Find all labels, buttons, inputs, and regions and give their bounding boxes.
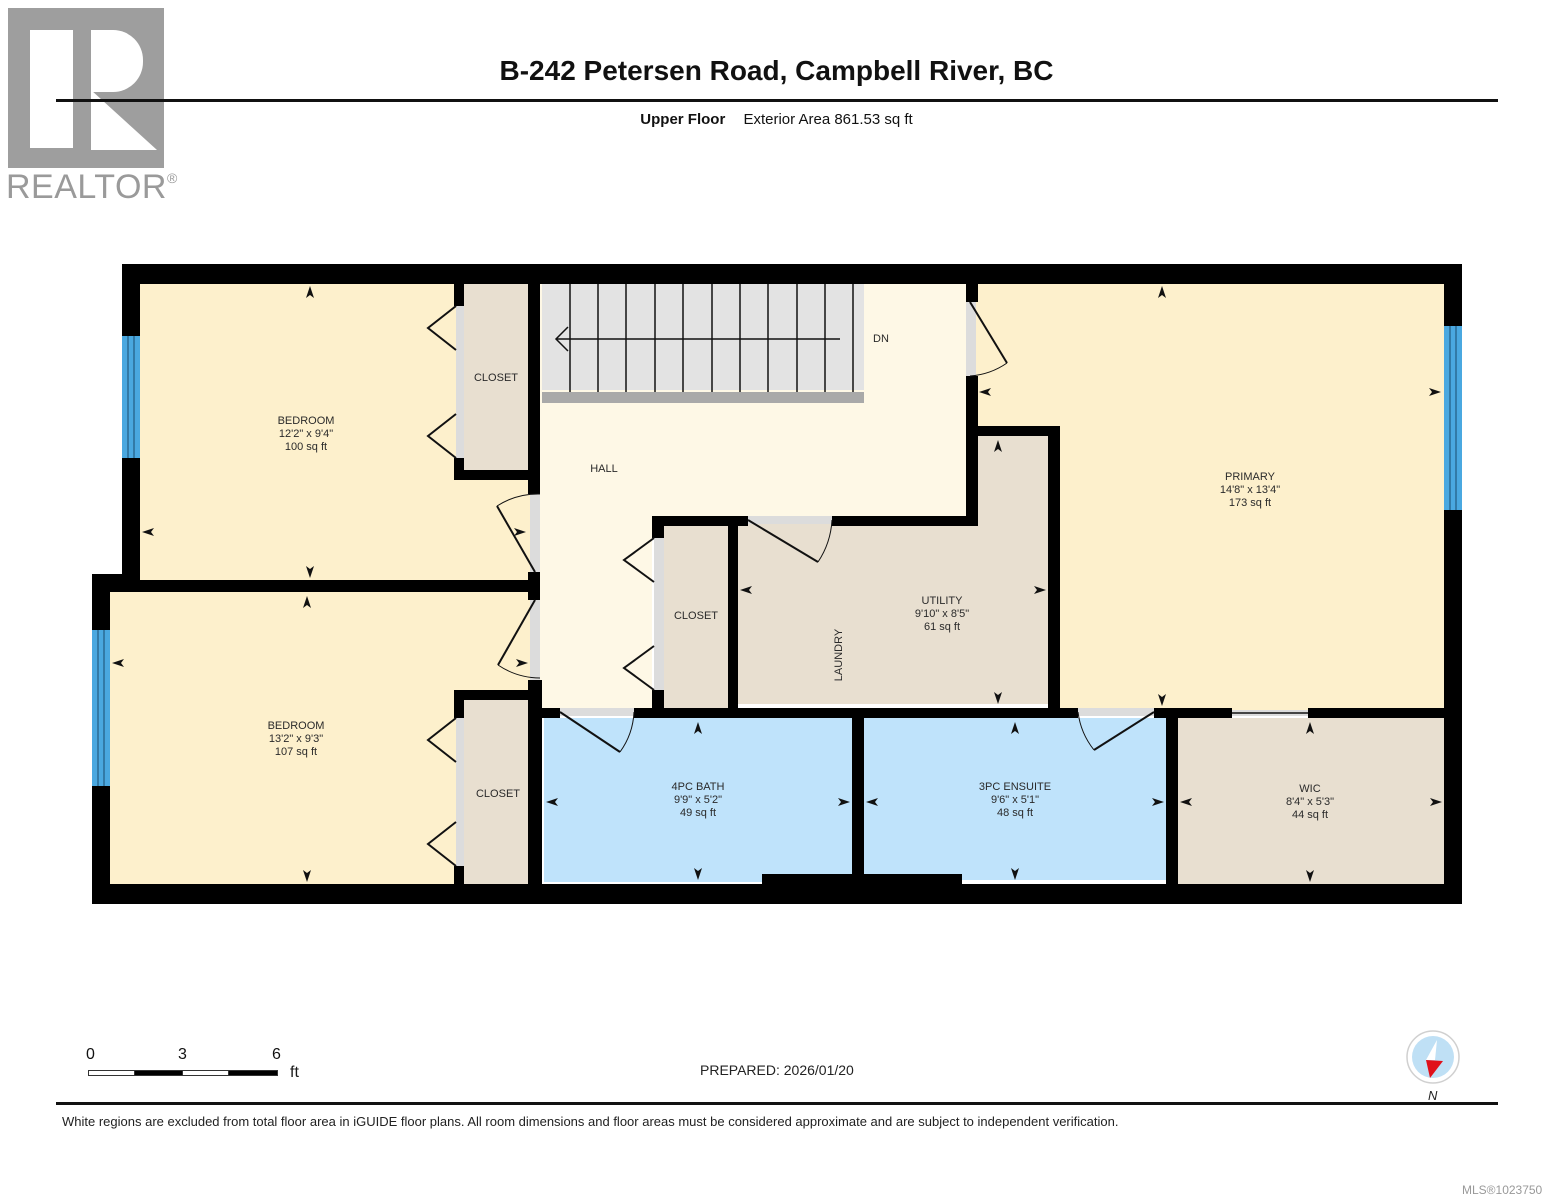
scale-segment <box>88 1070 135 1076</box>
primary-fill <box>976 282 1444 710</box>
staircase <box>542 284 864 403</box>
ensuite-name: 3PC ENSUITE <box>979 781 1051 793</box>
closet-1-label: CLOSET <box>474 372 518 384</box>
wic-area: 44 sq ft <box>1292 809 1328 821</box>
walls <box>92 264 1462 904</box>
logo-r-stem <box>30 30 73 148</box>
wic-dims: 8'4" x 5'3" <box>1286 796 1334 808</box>
window-primary <box>1444 326 1462 510</box>
bath-name: 4PC BATH <box>672 781 725 793</box>
primary-area: 173 sq ft <box>1229 497 1271 509</box>
room-fills <box>110 282 1444 884</box>
window-bedroom-2 <box>92 630 110 786</box>
floor-plan: BEDROOM 12'2" x 9'4" 100 sq ft BEDROOM 1… <box>92 264 1462 904</box>
mls-watermark: MLS®1023750 <box>1462 1183 1543 1197</box>
page-title: B-242 Petersen Road, Campbell River, BC <box>499 55 1054 86</box>
floor-label: Upper Floor <box>640 111 726 128</box>
closet-2-label: CLOSET <box>476 788 520 800</box>
floor-subtitle: Upper Floor Exterior Area 861.53 sq ft <box>0 111 1553 128</box>
prepared-date: PREPARED: 2026/01/20 <box>700 1062 854 1078</box>
room-labels: BEDROOM 12'2" x 9'4" 100 sq ft BEDROOM 1… <box>268 333 1335 821</box>
hall-closet-fill <box>664 524 728 708</box>
ensuite-dims: 9'6" x 5'1" <box>991 794 1039 806</box>
logo-r-bowl <box>91 30 143 92</box>
bedroom-2-name: BEDROOM <box>268 720 325 732</box>
utility-dims: 9'10" x 8'5" <box>915 608 969 620</box>
compass-north-label: N <box>1428 1088 1438 1102</box>
scale-tick-3: 3 <box>178 1046 187 1063</box>
primary-dims: 14'8" x 13'4" <box>1220 484 1280 496</box>
registered-mark: ® <box>166 170 178 186</box>
bedroom-1-name: BEDROOM <box>278 415 335 427</box>
scale-tick-0: 0 <box>86 1046 95 1063</box>
bath-fill <box>544 718 852 882</box>
wic-fill <box>1178 718 1444 884</box>
bedroom-1-dims: 12'2" x 9'4" <box>279 428 333 440</box>
closet-1-fill <box>464 282 528 470</box>
disclaimer: White regions are excluded from total fl… <box>62 1114 1119 1129</box>
utility-area: 61 sq ft <box>924 621 960 633</box>
bath-area: 49 sq ft <box>680 807 716 819</box>
windows <box>92 326 1462 786</box>
door-swings <box>426 301 1308 867</box>
scale-segment <box>134 1070 183 1076</box>
hall-name: HALL <box>590 463 618 475</box>
dimension-markers <box>112 286 1442 882</box>
wic-name: WIC <box>1299 783 1320 795</box>
closet-2-fill <box>464 700 532 884</box>
scale-tick-6: 6 <box>272 1046 281 1063</box>
ensuite-fill <box>864 718 1166 880</box>
realtor-text: REALTOR <box>6 168 167 206</box>
ensuite-area: 48 sq ft <box>997 807 1033 819</box>
compass-icon: N <box>1406 1030 1460 1103</box>
realtor-wordmark: REALTOR® <box>6 168 178 207</box>
window-bedroom-1 <box>122 336 140 458</box>
bath-dims: 9'9" x 5'2" <box>674 794 722 806</box>
scale-unit: ft <box>290 1064 299 1081</box>
bedroom-1-area: 100 sq ft <box>285 441 327 453</box>
primary-name: PRIMARY <box>1225 471 1276 483</box>
utility-fill <box>738 524 1048 704</box>
scale-segment <box>228 1070 278 1076</box>
scale-segment <box>182 1070 229 1076</box>
exterior-area: Exterior Area 861.53 sq ft <box>743 111 913 128</box>
hall-closet-label: CLOSET <box>674 610 718 622</box>
compass: N <box>1404 1030 1462 1107</box>
door-jambs <box>456 302 1308 866</box>
title-divider <box>56 99 1498 102</box>
laundry-label: LAUNDRY <box>833 628 845 681</box>
footer-divider <box>56 1102 1498 1105</box>
utility-name: UTILITY <box>922 595 964 607</box>
bedroom-2-area: 107 sq ft <box>275 746 317 758</box>
stairs-dn-label: DN <box>873 333 889 345</box>
utility-upper-fill <box>976 436 1048 526</box>
bedroom-2-dims: 13'2" x 9'3" <box>269 733 323 745</box>
